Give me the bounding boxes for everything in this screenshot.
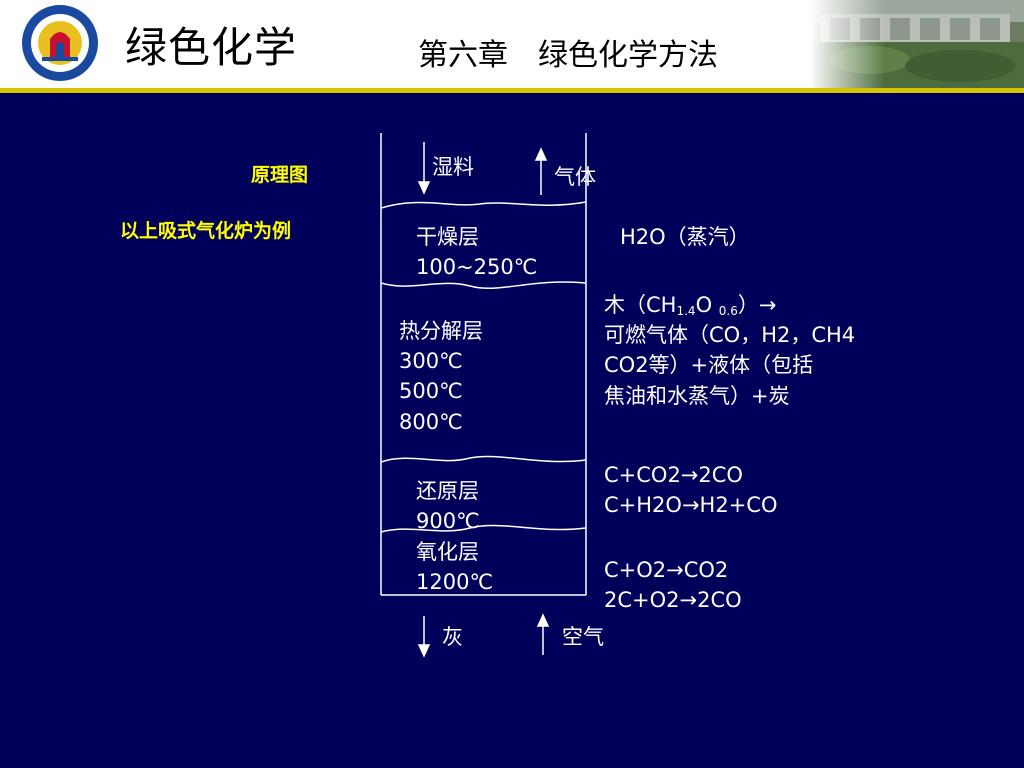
up-arrow-icon <box>534 147 548 195</box>
oxidation-reaction-2: 2C+O2→2CO <box>604 588 742 612</box>
app-title: 绿色化学 <box>125 23 298 72</box>
diagram-label: 原理图 <box>251 164 309 186</box>
gas-outlet-label: 气体 <box>554 165 596 189</box>
reduction-reaction-1: C+CO2→2CO <box>604 463 743 487</box>
zone-boundary-1 <box>380 201 587 209</box>
zone-boundary-4 <box>380 524 587 533</box>
slide-body <box>0 93 1024 768</box>
down-arrow-icon <box>417 142 431 195</box>
pyrolysis-reaction-line-2: 可燃气体（CO，H2，CH4 <box>604 323 856 347</box>
campus-photo <box>810 0 1024 90</box>
up-arrow-icon <box>536 613 550 655</box>
zone-boundary-2 <box>380 281 587 289</box>
down-arrow-icon <box>417 616 431 658</box>
ash-label: 灰 <box>442 625 463 649</box>
drying-zone-temp: 100~250℃ <box>416 255 538 279</box>
university-logo <box>22 5 98 81</box>
example-label: 以上吸式气化炉为例 <box>120 220 292 242</box>
wet-feed-label: 湿料 <box>432 155 474 179</box>
reduction-zone-temp: 900℃ <box>416 509 480 533</box>
oxidation-reaction-1: C+O2→CO2 <box>604 558 729 582</box>
drying-zone-name: 干燥层 <box>416 225 479 249</box>
chapter-title: 第六章 绿色化学方法 <box>418 38 718 73</box>
header-rule <box>0 88 1024 93</box>
drying-product: H2O（蒸汽） <box>620 225 750 249</box>
pyrolysis-zone-name: 热分解层 <box>399 319 483 343</box>
pyrolysis-reaction-line-4: 焦油和水蒸气）+炭 <box>604 384 790 408</box>
pyrolysis-temp-3: 800℃ <box>399 410 463 434</box>
pyrolysis-reaction-line-3: CO2等）+液体（包括 <box>604 353 814 377</box>
reduction-zone-name: 还原层 <box>416 479 479 503</box>
slide-header: 绿色化学 第六章 绿色化学方法 <box>0 0 1024 90</box>
pyrolysis-reaction-line-1: 木（CH1.4O 0.6）→ <box>604 293 777 318</box>
oxidation-zone-name: 氧化层 <box>416 540 479 564</box>
pyrolysis-temp-1: 300℃ <box>399 349 463 373</box>
air-inlet-label: 空气 <box>562 625 604 649</box>
oxidation-zone-temp: 1200℃ <box>416 570 494 594</box>
zone-boundary-3 <box>380 455 587 463</box>
reduction-reaction-2: C+H2O→H2+CO <box>604 493 778 517</box>
pyrolysis-temp-2: 500℃ <box>399 379 463 403</box>
